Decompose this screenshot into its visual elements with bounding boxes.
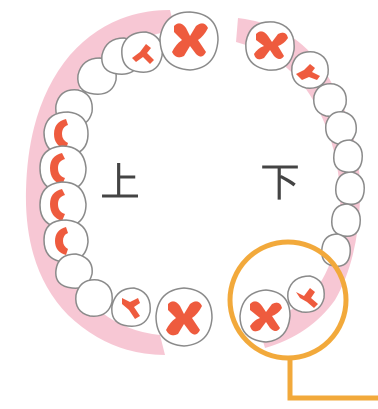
tooth-upper-right-3 <box>334 140 363 172</box>
tooth-lower-premolar-right <box>288 276 324 312</box>
magnifier-callout-leader <box>290 358 378 398</box>
tooth-upper-premolar-right <box>292 52 328 88</box>
tooth-lower-premolar-left <box>112 288 150 326</box>
tooth-upper-molar-left <box>160 12 218 70</box>
tooth-upper-molar-right <box>246 22 294 70</box>
tooth-lower-right-1 <box>332 204 361 236</box>
lower-jaw-label: 下 <box>260 160 300 206</box>
tooth-upper-right-2 <box>326 112 357 145</box>
tooth-lower-molar-right <box>240 290 290 342</box>
tooth-upper-premolar-left <box>122 32 162 72</box>
tooth-upper-right-4 <box>336 172 365 204</box>
tooth-lower-left-3 <box>76 280 112 316</box>
tooth-lower-molar-left <box>156 288 212 346</box>
tooth-lower-right-2 <box>322 234 351 266</box>
upper-jaw-label: 上 <box>100 160 140 206</box>
